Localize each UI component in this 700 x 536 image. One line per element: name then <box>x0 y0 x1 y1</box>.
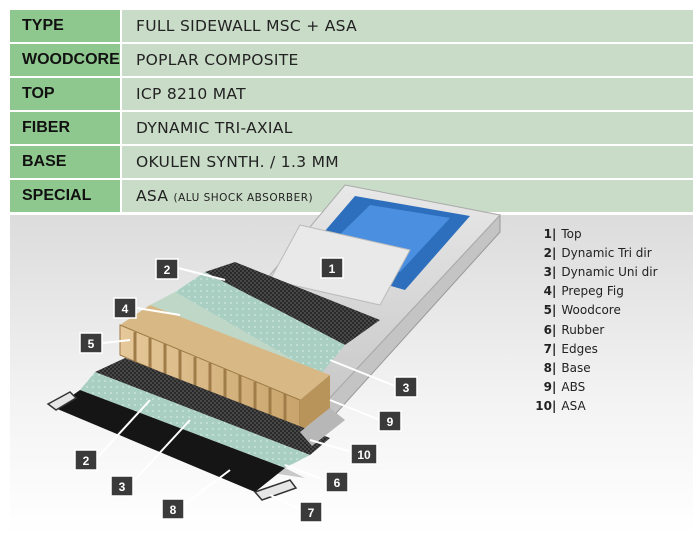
legend-item: 6|Rubber <box>530 320 690 339</box>
svg-text:8: 8 <box>170 503 177 517</box>
legend-item: 4|Prepeg Fig <box>530 282 690 301</box>
svg-text:1: 1 <box>329 262 336 276</box>
legend-label: ASA <box>561 399 586 414</box>
svg-text:9: 9 <box>387 415 394 429</box>
legend-label: Prepeg Fig <box>561 284 624 299</box>
spec-row-special: SPECIAL ASA (ALU SHOCK ABSORBER) <box>10 180 693 212</box>
legend-label: Top <box>561 226 582 241</box>
lower-tri-dir-layer <box>95 358 330 455</box>
legend-label: Dynamic Uni dir <box>561 264 658 279</box>
legend-label: Dynamic Tri dir <box>561 245 652 260</box>
svg-text:10: 10 <box>357 448 371 462</box>
svg-text:2: 2 <box>83 454 90 468</box>
asa-layer <box>300 408 345 446</box>
legend-number: 10 <box>535 399 552 414</box>
legend-item: 1|Top <box>530 224 690 243</box>
edge-right <box>253 479 298 501</box>
woodcore-top <box>120 305 330 400</box>
spec-value-main: ASA <box>136 187 169 205</box>
legend-label: Woodcore <box>561 303 621 318</box>
svg-text:3: 3 <box>119 480 126 494</box>
spec-key: BASE <box>10 146 120 178</box>
legend-item: 8|Base <box>530 358 690 377</box>
legend-item: 5|Woodcore <box>530 301 690 320</box>
spec-key: WOODCORE <box>10 44 120 76</box>
leader-lines <box>94 261 396 513</box>
legend-number: 4 <box>543 284 552 299</box>
spec-value: FULL SIDEWALL MSC + ASA <box>122 10 693 42</box>
callout-10: 10 <box>350 443 378 465</box>
callout-3-upper: 3 <box>394 376 418 398</box>
callout-3-lower: 3 <box>110 475 134 497</box>
dynamic-tri-dir-layer <box>205 262 380 345</box>
legend-number: 7 <box>543 341 552 356</box>
legend-label: Base <box>561 360 591 375</box>
edge-left <box>46 391 78 411</box>
layer-legend: 1|Top 2|Dynamic Tri dir 3|Dynamic Uni di… <box>530 224 690 416</box>
spec-row-base: BASE OKULEN SYNTH. / 1.3 MM <box>10 146 693 178</box>
legend-label: Edges <box>561 341 598 356</box>
callout-2-upper: 2 <box>155 258 179 280</box>
spec-value: ICP 8210 MAT <box>122 78 693 110</box>
woodcore <box>119 305 330 433</box>
spec-value: DYNAMIC TRI-AXIAL <box>122 112 693 144</box>
callout-1: 1 <box>320 257 344 279</box>
callout-2-lower: 2 <box>74 449 98 471</box>
legend-number: 5 <box>543 303 552 318</box>
lower-uni-dir-layer <box>80 372 310 468</box>
legend-item: 9|ABS <box>530 378 690 397</box>
legend-label: ABS <box>561 380 586 395</box>
callout-9: 9 <box>378 410 402 432</box>
spec-table: TYPE FULL SIDEWALL MSC + ASA WOODCORE PO… <box>10 10 693 214</box>
spec-value: OKULEN SYNTH. / 1.3 MM <box>122 146 693 178</box>
woodcore-side <box>300 375 330 432</box>
spec-value: ASA (ALU SHOCK ABSORBER) <box>122 180 693 212</box>
svg-text:7: 7 <box>308 506 315 520</box>
spec-key: TOP <box>10 78 120 110</box>
spec-key: FIBER <box>10 112 120 144</box>
svg-text:3: 3 <box>403 381 410 395</box>
callout-5: 5 <box>79 332 103 354</box>
spec-value: POPLAR COMPOSITE <box>122 44 693 76</box>
svg-text:4: 4 <box>122 302 129 316</box>
spec-row-woodcore: WOODCORE POPLAR COMPOSITE <box>10 44 693 76</box>
svg-text:6: 6 <box>334 476 341 490</box>
legend-number: 1 <box>543 226 552 241</box>
legend-number: 8 <box>543 360 552 375</box>
spec-key: TYPE <box>10 10 120 42</box>
callout-7: 7 <box>299 501 323 523</box>
spec-row-top: TOP ICP 8210 MAT <box>10 78 693 110</box>
legend-number: 2 <box>543 245 552 260</box>
svg-text:2: 2 <box>164 263 171 277</box>
legend-number: 6 <box>543 322 552 337</box>
legend-number: 3 <box>543 264 552 279</box>
callout-8: 8 <box>161 498 185 520</box>
spec-key: SPECIAL <box>10 180 120 212</box>
dynamic-uni-dir-layer <box>175 272 345 375</box>
legend-item: 3|Dynamic Uni dir <box>530 262 690 281</box>
legend-item: 2|Dynamic Tri dir <box>530 243 690 262</box>
legend-item: 10|ASA <box>530 397 690 416</box>
callout-6: 6 <box>325 471 349 493</box>
legend-item: 7|Edges <box>530 339 690 358</box>
spec-value-note: (ALU SHOCK ABSORBER) <box>173 192 314 204</box>
callout-badges: 1 2 4 5 3 9 10 2 <box>74 257 418 523</box>
spec-row-fiber: FIBER DYNAMIC TRI-AXIAL <box>10 112 693 144</box>
svg-text:5: 5 <box>88 337 95 351</box>
legend-label: Rubber <box>561 322 605 337</box>
spec-row-type: TYPE FULL SIDEWALL MSC + ASA <box>10 10 693 42</box>
callout-4: 4 <box>113 297 137 319</box>
legend-number: 9 <box>543 380 552 395</box>
